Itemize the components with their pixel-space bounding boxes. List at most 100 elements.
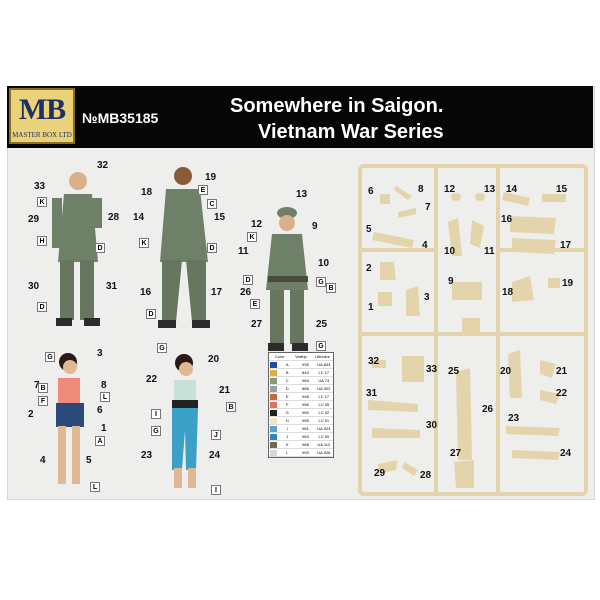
color-vallejo: 956 <box>302 402 309 407</box>
color-swatch <box>270 449 277 456</box>
sprue-part-number: 28 <box>420 470 432 481</box>
color-lifecolor: UA 026 <box>317 450 331 455</box>
color-table-row: F 956 LC 05 <box>269 401 333 409</box>
part-label: 12 <box>251 219 263 230</box>
color-swatch <box>270 409 277 416</box>
sprue-part-number: 24 <box>560 448 572 459</box>
color-vallejo: 964 <box>302 378 309 383</box>
logo-subtitle: MASTER BOX LTD <box>12 131 72 139</box>
sprue-part-number: 18 <box>502 287 514 298</box>
sprue-part-number: 31 <box>366 388 378 399</box>
paint-code-label: C <box>207 199 217 209</box>
part-label: 22 <box>146 374 158 385</box>
part-label: 14 <box>133 212 145 223</box>
sprue-part-number: 19 <box>562 278 574 289</box>
color-vallejo: 988 <box>302 442 309 447</box>
part-label: 2 <box>28 409 34 420</box>
color-code: I <box>286 426 288 431</box>
color-code: F <box>285 402 289 407</box>
part-label: 5 <box>86 455 92 466</box>
logo-letters: MB <box>18 93 66 126</box>
product-code: №MB35185 <box>82 110 159 126</box>
part-label: 11 <box>238 246 249 257</box>
part-label: 13 <box>296 189 308 200</box>
soldier-figure-1 <box>52 172 102 326</box>
color-code: L <box>286 450 289 455</box>
color-code: G <box>285 410 289 415</box>
sprue-part-number: 17 <box>560 240 572 251</box>
part-label: 24 <box>209 450 221 461</box>
sprue-part-number: 23 <box>508 413 520 424</box>
paint-code-label: D <box>243 275 253 285</box>
paint-code-label: J <box>211 430 221 440</box>
color-code: E <box>285 394 289 399</box>
color-lifecolor: LC 05 <box>318 402 330 407</box>
paint-code-label: I <box>151 409 161 419</box>
sprue-part-number: 6 <box>368 186 374 197</box>
color-vallejo: 950 <box>302 410 309 415</box>
color-swatch <box>270 441 277 448</box>
sprue-part-number: 27 <box>450 448 462 459</box>
part-label: 20 <box>208 354 220 365</box>
sprue-parts <box>368 186 566 488</box>
part-label: 15 <box>214 212 226 223</box>
paint-code-label: G <box>157 343 167 353</box>
color-swatch <box>270 385 277 392</box>
woman-figure-1 <box>56 353 84 484</box>
color-lifecolor: UA 112 <box>317 442 331 447</box>
color-lifecolor: UA 844 <box>317 362 331 367</box>
sprue-part-number: 1 <box>368 302 374 313</box>
part-label: 33 <box>34 181 46 192</box>
color-table-row: K 988 UA 112 <box>269 441 333 449</box>
paint-code-label: B <box>326 283 336 293</box>
color-lifecolor: LC 17 <box>318 370 330 375</box>
color-code: C <box>285 378 289 383</box>
paint-code-label: G <box>45 352 55 362</box>
color-code: K <box>285 442 289 447</box>
paint-code-label: D <box>95 243 105 253</box>
paint-code-label: K <box>37 197 47 207</box>
part-label: 8 <box>101 380 107 391</box>
sprue-part-number: 29 <box>374 468 386 479</box>
sprue-part-number: 33 <box>426 364 438 375</box>
paint-code-label: F <box>38 396 48 406</box>
woman-figure-2 <box>172 354 198 488</box>
paint-code-label: D <box>207 243 217 253</box>
part-label: 30 <box>28 281 40 292</box>
color-swatch <box>270 417 277 424</box>
sprue-part-number: 20 <box>500 366 512 377</box>
header-lifecolor: Lifecolor <box>314 354 330 359</box>
paint-code-label: G <box>151 426 161 436</box>
title-line-2: Vietnam War Series <box>258 121 444 143</box>
sprue-part-number: 30 <box>426 420 438 431</box>
color-lifecolor: UA 74 <box>318 378 330 383</box>
color-swatch <box>270 433 277 440</box>
sprue-part-number: 10 <box>444 246 456 257</box>
sprue-part-number: 8 <box>418 184 424 195</box>
color-vallejo: 946 <box>302 394 309 399</box>
title-banner <box>7 86 593 148</box>
part-label: 27 <box>251 319 263 330</box>
header-color: Color <box>274 354 285 359</box>
soldier-figure-2 <box>158 167 210 328</box>
color-swatch <box>270 425 277 432</box>
paint-code-label: I <box>211 485 221 495</box>
part-label: 3 <box>97 348 103 359</box>
soldier-figure-3 <box>266 207 308 351</box>
color-lifecolor: LC 01 <box>318 418 330 423</box>
color-lifecolor: LC 09 <box>318 434 330 439</box>
sprue-part-number: 15 <box>556 184 568 195</box>
paint-code-label: D <box>146 309 156 319</box>
color-swatch <box>270 401 277 408</box>
color-lifecolor: LC 02 <box>318 410 330 415</box>
part-label: 1 <box>101 423 107 434</box>
color-code: H <box>285 418 289 423</box>
paint-code-label: E <box>198 185 208 195</box>
